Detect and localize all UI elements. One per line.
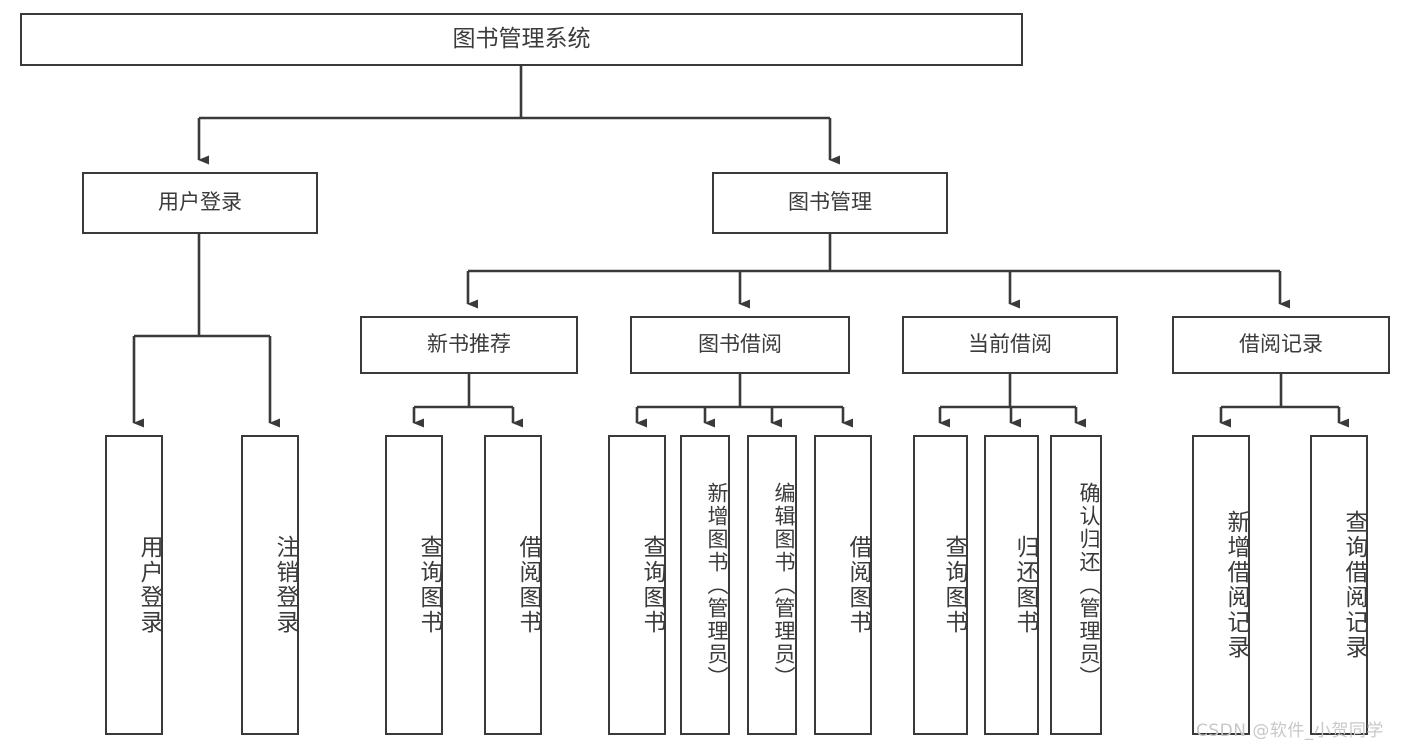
node-label: 查询借阅记录 xyxy=(1341,510,1367,660)
leaf-query-book-borrow[interactable]: 查询图书 xyxy=(608,435,666,735)
node-label: 注销登录 xyxy=(272,535,298,635)
node-book-management[interactable]: 图书管理 xyxy=(712,172,948,234)
leaf-add-book-admin[interactable]: 新增图书（管理员） xyxy=(680,435,730,735)
node-label: 图书借阅 xyxy=(698,332,782,357)
node-new-book-recommend[interactable]: 新书推荐 xyxy=(360,316,578,374)
edges-current-borrow xyxy=(938,374,1086,428)
edges-login xyxy=(132,234,280,428)
node-label: 查询图书 xyxy=(639,535,665,635)
node-label: 查询图书 xyxy=(941,535,967,635)
leaf-query-book-recommend[interactable]: 查询图书 xyxy=(385,435,443,735)
leaf-user-login[interactable]: 用户登录 xyxy=(105,435,163,735)
node-label: 借阅图书 xyxy=(515,535,541,635)
leaf-logout-login[interactable]: 注销登录 xyxy=(241,435,299,735)
node-label: 用户登录 xyxy=(136,535,162,635)
node-label: 查询图书 xyxy=(416,535,442,635)
edges-records xyxy=(1219,374,1349,428)
node-label: 新增图书（管理员） xyxy=(705,481,729,689)
leaf-confirm-return-admin[interactable]: 确认归还（管理员） xyxy=(1050,435,1102,735)
node-user-login[interactable]: 用户登录 xyxy=(82,172,318,234)
node-borrow-records[interactable]: 借阅记录 xyxy=(1172,316,1390,374)
node-label: 用户登录 xyxy=(158,190,242,215)
node-label: 新书推荐 xyxy=(427,332,511,357)
node-label: 图书管理 xyxy=(788,190,872,215)
node-book-borrow[interactable]: 图书借阅 xyxy=(630,316,850,374)
node-label: 确认归还（管理员） xyxy=(1077,481,1101,689)
edges-management xyxy=(466,234,1290,309)
node-label: 当前借阅 xyxy=(968,332,1052,357)
leaf-add-borrow-record[interactable]: 新增借阅记录 xyxy=(1192,435,1250,735)
node-label: 图书管理系统 xyxy=(452,25,591,52)
csdn-watermark: CSDN @软件_小贺同学 xyxy=(1196,721,1384,741)
leaf-query-borrow-record[interactable]: 查询借阅记录 xyxy=(1310,435,1368,735)
leaf-borrow-book-recommend[interactable]: 借阅图书 xyxy=(484,435,542,735)
node-label: 新增借阅记录 xyxy=(1223,510,1249,660)
edges-new-books xyxy=(412,374,523,428)
node-label: 编辑图书（管理员） xyxy=(772,481,796,689)
node-label: 借阅记录 xyxy=(1239,332,1323,357)
node-root-system[interactable]: 图书管理系统 xyxy=(20,13,1023,66)
node-current-borrow[interactable]: 当前借阅 xyxy=(902,316,1118,374)
leaf-return-book[interactable]: 归还图书 xyxy=(984,435,1039,735)
edges-root xyxy=(197,66,840,165)
leaf-query-book-current[interactable]: 查询图书 xyxy=(913,435,968,735)
node-label: 借阅图书 xyxy=(845,535,871,635)
node-label: 归还图书 xyxy=(1012,535,1038,635)
leaf-borrow-book[interactable]: 借阅图书 xyxy=(814,435,872,735)
edges-borrow xyxy=(635,374,853,428)
leaf-edit-book-admin[interactable]: 编辑图书（管理员） xyxy=(747,435,797,735)
